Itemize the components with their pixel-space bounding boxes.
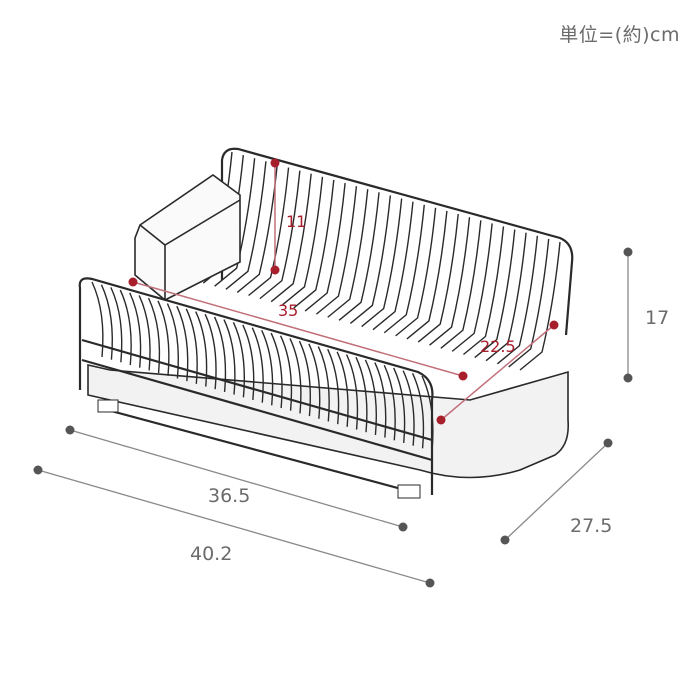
dim-height-label: 17 — [645, 307, 669, 329]
dim-inner-height-label: 11 — [286, 212, 306, 231]
foot-right — [397, 484, 421, 499]
back-frame — [220, 147, 574, 336]
front-wire — [147, 297, 161, 374]
dim-overall-width: 40.2 — [33, 465, 435, 588]
back-wire — [406, 210, 448, 340]
back-wire — [440, 220, 482, 349]
dim-depth: 27.5 — [500, 438, 613, 545]
back-wire — [315, 186, 358, 315]
back-wire — [270, 173, 312, 303]
front-wire — [251, 327, 264, 403]
back-wire — [383, 204, 425, 334]
front-wire — [261, 330, 274, 406]
back-wire — [282, 176, 324, 306]
back-wire — [214, 158, 256, 287]
dim-base-width-label: 36.5 — [208, 485, 250, 507]
front-wire — [411, 373, 425, 449]
front-wire — [110, 287, 123, 363]
front-wire — [119, 289, 132, 366]
back-wire — [519, 241, 561, 371]
unit-label: 単位=(約)cm — [559, 24, 680, 46]
back-wire — [327, 189, 369, 318]
back-wire — [361, 198, 403, 328]
dim-inner-width: 35 — [128, 277, 468, 381]
front-wire — [204, 313, 217, 390]
back-wire — [474, 229, 516, 359]
back-wire — [451, 223, 493, 352]
front-wire — [383, 364, 396, 441]
front-wire — [364, 359, 378, 435]
dim-inner-height: 11 — [270, 158, 306, 275]
back-wire — [349, 195, 392, 324]
front-wire — [317, 346, 330, 422]
front-wire — [242, 324, 255, 401]
dim-depth-label: 27.5 — [570, 515, 612, 537]
dim-inner-depth-label: 22.5 — [480, 337, 516, 356]
back-wire — [395, 207, 437, 337]
dim-inner-depth: 22.5 — [436, 320, 559, 425]
foot-left — [97, 399, 119, 413]
back-wire — [463, 226, 505, 356]
front-wire — [195, 311, 208, 387]
front-wire — [157, 300, 170, 376]
front-wire — [327, 348, 340, 425]
front-wire — [129, 292, 142, 368]
back-wire — [429, 217, 471, 346]
back-wire — [304, 182, 346, 312]
front-wire — [279, 335, 293, 411]
back-wire — [508, 238, 550, 368]
back-wire — [338, 192, 380, 321]
back-wire — [293, 179, 335, 309]
front-wire — [374, 362, 387, 438]
utensil-holder — [134, 174, 241, 301]
front-wire — [298, 340, 312, 417]
back-wire — [259, 170, 301, 300]
front-wire — [91, 281, 104, 358]
front-wire — [166, 303, 180, 379]
front-wire — [232, 321, 246, 398]
front-frame — [78, 277, 434, 495]
front-wire — [176, 305, 189, 382]
front-wire — [223, 319, 236, 395]
front-wire — [185, 308, 198, 384]
dim-height: 17 — [623, 247, 669, 383]
back-wire — [417, 213, 459, 343]
front-wire — [336, 351, 349, 427]
front-wire — [355, 356, 368, 433]
front-wire — [270, 332, 283, 409]
front-wire — [100, 284, 114, 360]
dim-overall-width-label: 40.2 — [190, 543, 232, 565]
front-rail — [81, 338, 433, 496]
back-wire — [225, 161, 267, 290]
back-wire — [248, 167, 290, 297]
dim-base-width: 36.5 — [65, 425, 408, 532]
front-wire — [213, 316, 227, 392]
front-wire — [289, 338, 302, 414]
back-wire — [372, 201, 414, 331]
back-wire — [485, 232, 527, 362]
front-wire — [345, 354, 359, 430]
dim-inner-width-label: 35 — [278, 301, 298, 320]
front-wire — [402, 370, 415, 446]
front-wire — [308, 343, 321, 419]
front-wire — [393, 367, 406, 444]
back-wire — [496, 235, 539, 365]
front-wire — [138, 295, 151, 371]
